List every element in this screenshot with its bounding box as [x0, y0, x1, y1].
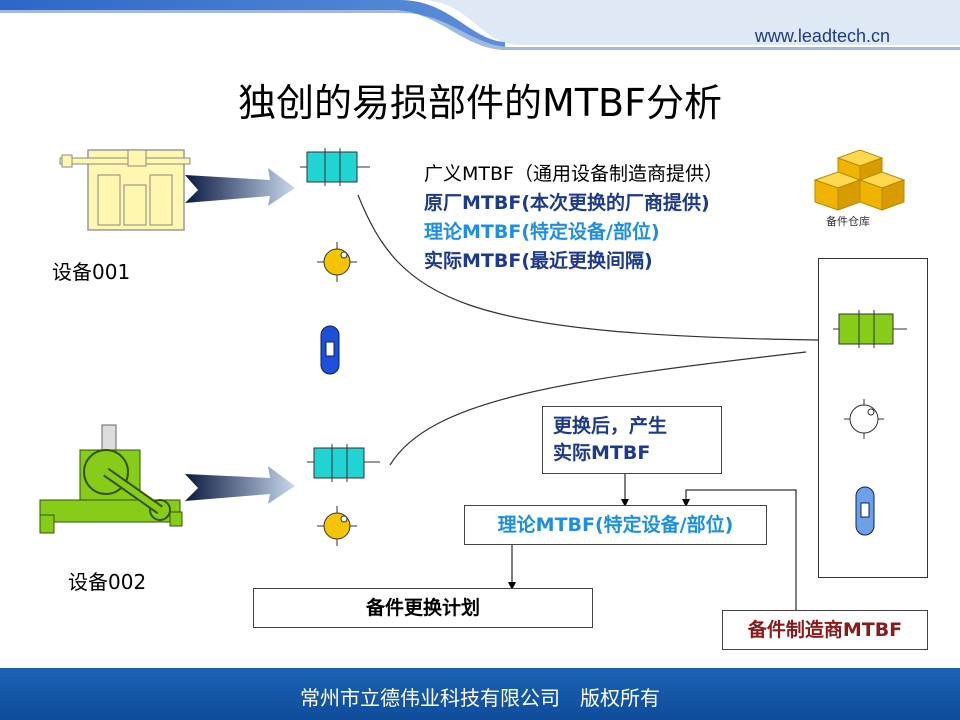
- footer-copyright: 常州市立德伟业科技有限公司 版权所有: [300, 686, 660, 710]
- mtbf-theoretical: 理论MTBF(特定设备/部位): [424, 221, 660, 243]
- blue-part: [320, 325, 340, 375]
- blue-part-warehouse: [855, 486, 875, 536]
- header-band: [0, 0, 960, 50]
- warehouse-parts: [833, 310, 907, 536]
- equipment-001-label: 设备001: [52, 260, 131, 284]
- arrow-equipment-001: [185, 168, 295, 206]
- replacement-plan-box: 备件更换计划: [253, 588, 593, 628]
- bearing-bottom: [317, 506, 357, 546]
- website-url[interactable]: www.leadtech.cn: [754, 26, 890, 46]
- warehouse-label: 备件仓库: [826, 215, 870, 228]
- after-replacement-line2: 实际MTBF: [553, 442, 651, 464]
- green-part: [833, 310, 907, 348]
- page-title: 独创的易损部件的MTBF分析: [238, 81, 722, 125]
- white-bearing: [844, 399, 884, 439]
- warehouse-panel: [818, 258, 928, 578]
- after-replacement-line1: 更换后，产生: [553, 415, 668, 437]
- arrow-equipment-002: [185, 466, 295, 504]
- after-replacement-box: 更换后，产生 实际MTBF: [542, 406, 722, 474]
- bearing-top: [317, 242, 357, 282]
- equipment-002-label: 设备002: [68, 570, 147, 594]
- theoretical-mtbf-box: 理论MTBF(特定设备/部位): [464, 505, 767, 545]
- cyan-part-bottom: [307, 444, 380, 482]
- mtbf-actual: 实际MTBF(最近更换间隔): [424, 250, 653, 272]
- equipment-002-drawing: [39, 424, 183, 534]
- warehouse-cubes-icon: [813, 149, 906, 211]
- curve-top: [357, 194, 819, 341]
- mtbf-general: 广义MTBF（通用设备制造商提供）: [424, 163, 723, 185]
- equipment-001-drawing: [59, 149, 191, 231]
- cyan-part-top: [300, 148, 370, 186]
- mtbf-oem: 原厂MTBF(本次更换的厂商提供): [424, 192, 710, 214]
- footer-bar: [0, 668, 960, 720]
- manufacturer-mtbf-box: 备件制造商MTBF: [722, 610, 928, 650]
- curve-bottom: [389, 351, 807, 466]
